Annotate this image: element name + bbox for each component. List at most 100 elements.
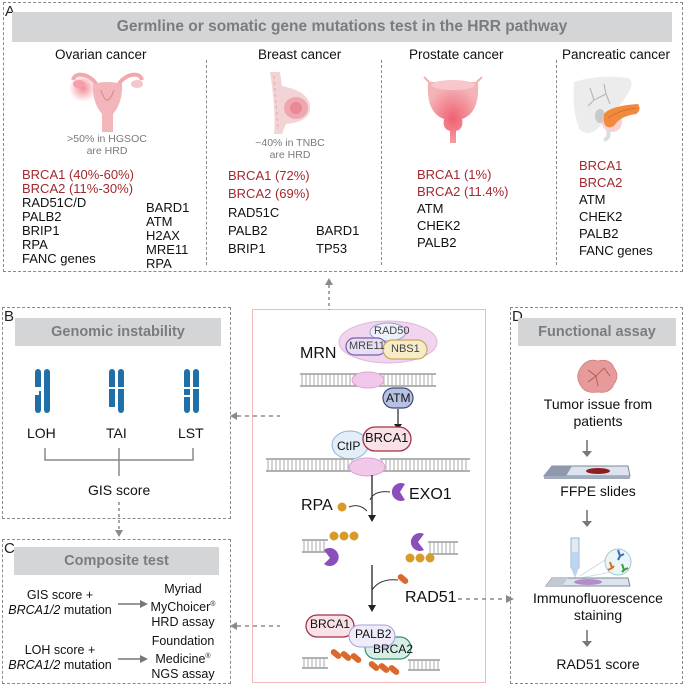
rad51-filament-dna xyxy=(302,649,440,675)
gene-brca2: BRCA2 xyxy=(579,175,623,190)
mutation-suffix: mutation xyxy=(60,658,112,672)
arrow-down-icon xyxy=(368,565,376,612)
gene-item: H2AX xyxy=(146,228,180,243)
breast-icon xyxy=(270,72,311,134)
gene-item: ATM xyxy=(417,201,444,216)
rad51-protein xyxy=(368,661,380,671)
registered-mark: ® xyxy=(210,601,216,608)
ovarian-note-line2: are HRD xyxy=(86,145,128,157)
panel-b-letter: B xyxy=(4,308,15,325)
step-tumor-tissue: Tumor issue from patients xyxy=(525,396,671,430)
mutation-suffix: mutation xyxy=(60,603,112,617)
palb2-label: PALB2 xyxy=(355,627,392,641)
dna-strand xyxy=(300,371,436,389)
panel-a-header: Germline or somatic gene mutations test … xyxy=(12,12,672,42)
atm-label: ATM xyxy=(386,391,411,405)
panel-c xyxy=(2,539,231,684)
step-rad51-score: RAD51 score xyxy=(556,656,640,672)
output-line: MyChoicer® xyxy=(148,597,218,615)
panel-b-header: Genomic instability xyxy=(15,318,221,346)
gene-item: BARD1 xyxy=(316,223,360,238)
gene-item: BRIP1 xyxy=(228,241,266,256)
column-title-pancreatic: Pancreatic cancer xyxy=(562,47,671,62)
gene-item: RPA xyxy=(146,256,172,271)
tumor-tissue-icon xyxy=(577,359,618,393)
output-line: Foundation xyxy=(151,634,215,648)
brca-complex xyxy=(305,614,412,660)
rad51-protein xyxy=(340,651,352,661)
arrow-down-icon xyxy=(368,475,376,522)
step-immunofluorescence: Immunofluorescence staining xyxy=(520,590,676,624)
mrn-binding-site xyxy=(348,457,386,477)
ffpe-slide-icon xyxy=(542,465,631,479)
gene-item: BRIP1 xyxy=(22,223,60,238)
gene-item: PALB2 xyxy=(228,223,268,238)
gene-item: MRE11 xyxy=(146,242,189,257)
input-gene-line: BRCA1/2 mutation xyxy=(8,603,112,618)
gene-name: BRCA1/2 xyxy=(8,658,61,672)
gene-brca1: BRCA1 (40%-60%) xyxy=(22,167,134,182)
arrow-pathway-to-b xyxy=(230,412,280,420)
gene-item: TP53 xyxy=(316,241,348,256)
rpa-protein xyxy=(339,531,349,541)
arrow-down-icon xyxy=(582,510,592,527)
breast-note-line2: are HRD xyxy=(269,149,311,161)
step-text: patients xyxy=(573,413,623,429)
panel-d-letter: D xyxy=(512,308,523,325)
column-title-breast: Breast cancer xyxy=(258,47,342,62)
rad51-protein xyxy=(330,649,342,659)
exo1-protein xyxy=(410,533,424,551)
prostate-icon xyxy=(423,76,483,143)
rpa-protein xyxy=(425,553,435,563)
mre11-label: MRE11 xyxy=(349,340,385,352)
gene-item: RAD51C xyxy=(228,205,280,220)
arrow-pathway-to-a xyxy=(325,278,333,310)
dna-strand xyxy=(266,457,470,477)
panel-c-letter: C xyxy=(4,540,15,557)
ovarian-hrd-note: >50% in HGSOC are HRD xyxy=(62,133,152,157)
gene-item: PALB2 xyxy=(22,209,62,224)
label-tai: TAI xyxy=(106,425,127,441)
pancreas-icon xyxy=(573,76,640,142)
immunofluorescence-icon xyxy=(545,537,632,587)
exo1-protein xyxy=(324,548,339,566)
arrow-right-icon xyxy=(118,600,148,608)
gene-brca2: BRCA2 (11%-30%) xyxy=(22,181,134,196)
gene-brca1: BRCA1 xyxy=(579,158,623,173)
composite-output-foundation: Foundation Medicine® NGS assay xyxy=(148,634,218,682)
gene-item: FANC genes xyxy=(579,243,653,258)
gene-item: BARD1 xyxy=(146,200,190,215)
mrn-binding-site xyxy=(351,371,385,389)
breast-note-line1: ~40% in TNBC xyxy=(255,137,325,149)
gene-item: RPA xyxy=(22,237,48,252)
mrn-label: MRN xyxy=(300,345,337,362)
gene-brca1: BRCA1 (1%) xyxy=(417,167,492,182)
arrow-right-icon xyxy=(118,655,148,663)
ctip-label: CtIP xyxy=(337,439,361,453)
gene-item: ATM xyxy=(579,192,606,207)
gene-item: FANC genes xyxy=(22,251,96,266)
column-divider xyxy=(206,60,207,265)
panel-c-header: Composite test xyxy=(14,547,219,575)
chromosome-icon-tai xyxy=(108,369,126,413)
label-lst: LST xyxy=(178,425,204,441)
rad50-label: RAD50 xyxy=(374,325,410,337)
column-divider xyxy=(556,60,557,265)
chromosome-icon-loh xyxy=(34,369,50,413)
gis-score-label: GIS score xyxy=(88,482,151,498)
exo1-icon xyxy=(369,483,405,501)
input-line: LOH score + xyxy=(24,643,96,657)
panel-a xyxy=(3,2,683,272)
chromosome-icon-lst xyxy=(183,369,201,413)
gis-bracket xyxy=(44,448,194,476)
ctip-brca1-complex xyxy=(331,426,412,460)
panel-d xyxy=(510,307,683,684)
ovarian-note-line1: >50% in HGSOC xyxy=(67,133,147,145)
arrow-down-icon xyxy=(582,440,592,457)
panel-a-letter: A xyxy=(5,3,16,20)
mrn-complex xyxy=(338,320,438,364)
rpa-icon xyxy=(337,502,368,512)
panel-b xyxy=(2,307,231,519)
gene-name: BRCA1/2 xyxy=(8,603,61,617)
composite-input-loh: LOH score + BRCA1/2 mutation xyxy=(8,643,112,673)
